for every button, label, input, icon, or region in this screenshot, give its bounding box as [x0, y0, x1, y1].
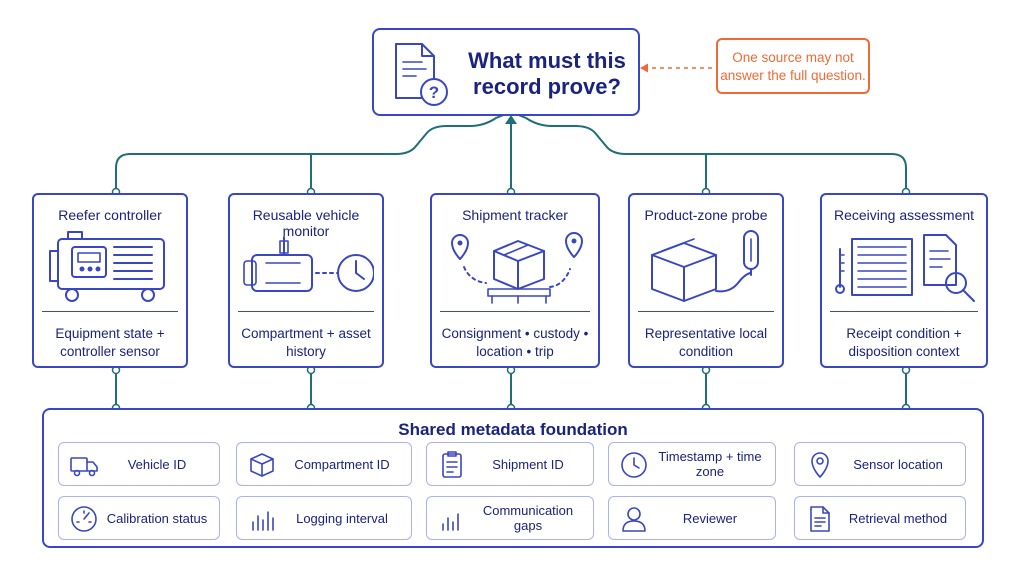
metadata-item-reviewer: Reviewer	[608, 496, 776, 540]
metadata-foundation: Shared metadata foundation Vehicle ID Co…	[42, 408, 984, 548]
source-description: Equipment state + controller sensor	[55, 326, 165, 359]
clipboard-icon	[442, 451, 462, 478]
metadata-label: Vehicle ID	[127, 456, 187, 472]
metadata-label: Retrieval method	[848, 510, 948, 526]
reefer-unit-icon	[49, 231, 165, 302]
metadata-item-retrieval-method: Retrieval method	[794, 496, 966, 540]
source-description: Representative local condition	[644, 326, 768, 359]
metadata-label: Calibration status	[106, 510, 208, 526]
question-box: ? What must this record prove?	[372, 28, 640, 116]
metadata-label: Communication gaps	[482, 503, 574, 533]
svg-text:?: ?	[429, 83, 439, 102]
metadata-label: Sensor location	[853, 456, 943, 472]
divider	[238, 311, 374, 312]
location-pin-icon	[811, 452, 829, 478]
metadata-item-calibration-status: Calibration status	[58, 496, 220, 540]
source-title: Reefer controller	[58, 207, 162, 223]
foundation-title: Shared metadata foundation	[398, 420, 628, 439]
metadata-item-compartment-id: Compartment ID	[236, 442, 412, 486]
divider	[638, 311, 774, 312]
source-vehicle-monitor: Reusable vehicle monitor Compartment + a…	[228, 193, 384, 368]
source-description: Consignment • custody • location • trip	[441, 326, 589, 359]
metadata-label: Timestamp + time zone	[658, 449, 762, 479]
source-product-zone-probe: Product-zone probe Representative local …	[628, 193, 784, 368]
divider	[440, 311, 590, 312]
metadata-item-logging-interval: Logging interval	[236, 496, 412, 540]
source-title: Product-zone probe	[644, 207, 768, 223]
divider	[830, 311, 978, 312]
clock-icon	[621, 452, 647, 478]
metadata-label: Logging interval	[296, 510, 388, 526]
shipment-route-icon	[451, 232, 583, 304]
document-icon	[810, 506, 830, 532]
metadata-label: Reviewer	[682, 510, 738, 526]
source-shipment-tracker: Shipment tracker Consignment • custody •…	[430, 193, 600, 368]
metadata-item-communication-gaps: Communication gaps	[426, 496, 594, 540]
callout-note: One source may not answer the full quest…	[716, 38, 870, 94]
source-receiving-assessment: Receiving assessment Receipt condition +…	[820, 193, 988, 368]
metadata-item-vehicle-id: Vehicle ID	[58, 442, 220, 486]
monitor-clock-icon	[243, 236, 374, 292]
source-description: Compartment + asset history	[241, 326, 371, 359]
signal-bars-icon	[442, 513, 459, 531]
question-title: What must this record prove?	[468, 48, 626, 99]
truck-icon	[70, 457, 98, 477]
metadata-item-sensor-location: Sensor location	[794, 442, 966, 486]
metadata-label: Compartment ID	[294, 456, 390, 472]
metadata-item-shipment-id: Shipment ID	[426, 442, 594, 486]
gauge-icon	[71, 506, 97, 532]
probe-box-icon	[651, 230, 759, 302]
box-icon	[250, 453, 274, 477]
source-description: Receipt condition + disposition context	[846, 326, 962, 359]
metadata-item-timestamp: Timestamp + time zone	[608, 442, 776, 486]
bar-chart-icon	[252, 511, 274, 531]
source-title: Receiving assessment	[833, 207, 975, 223]
source-reefer-controller: Reefer controller Equipment state + cont…	[32, 193, 188, 368]
divider	[42, 311, 178, 312]
document-question-icon: ?	[395, 43, 448, 106]
metadata-label: Shipment ID	[492, 456, 564, 472]
source-title: Shipment tracker	[462, 207, 568, 223]
person-icon	[622, 507, 646, 532]
source-title: Reusable vehicle monitor	[252, 207, 360, 239]
dock-inspection-icon	[835, 234, 975, 302]
